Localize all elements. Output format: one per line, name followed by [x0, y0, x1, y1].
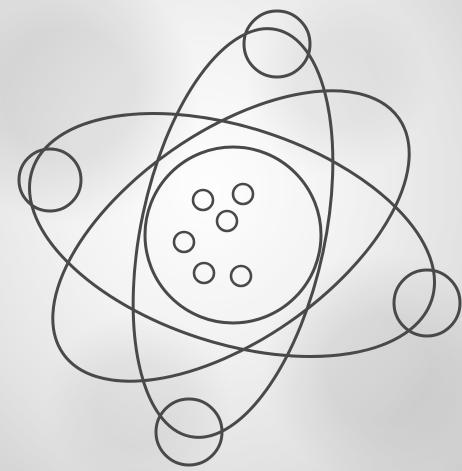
nucleus-ring	[145, 147, 321, 323]
nucleon-top-right	[233, 184, 253, 204]
nucleon-middle-left	[174, 232, 194, 252]
orbit-diagonal	[3, 33, 458, 439]
nucleon-center	[217, 211, 237, 231]
electron-left	[19, 149, 81, 211]
nucleon-bottom-right	[231, 266, 251, 286]
electron-right	[394, 270, 460, 336]
nucleon-bottom-left	[194, 263, 214, 283]
orbit-vertical	[100, 10, 366, 455]
electron-bottom	[156, 399, 222, 465]
nucleon-top-left	[193, 190, 213, 210]
